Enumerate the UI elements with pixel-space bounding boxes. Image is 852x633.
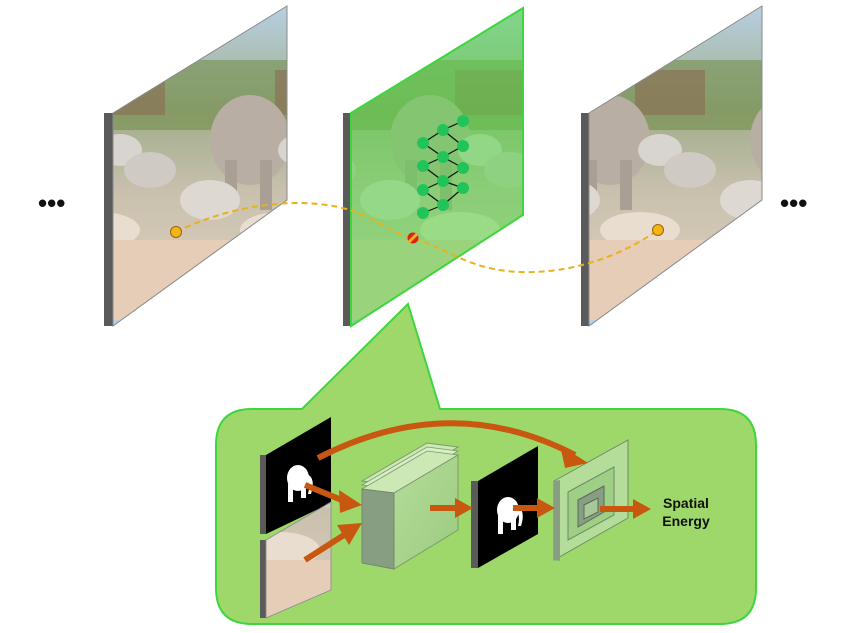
ellipsis-right: ••• — [780, 188, 807, 218]
track-point-middle — [407, 232, 419, 244]
track-point-left — [170, 226, 182, 238]
arrow-skip-connection — [316, 420, 577, 461]
output-label-line1: Spatial — [663, 495, 709, 511]
arrow-image-to-network — [303, 532, 346, 563]
neural-network-icon — [417, 115, 469, 219]
track-point-right — [652, 224, 664, 236]
frame-middle-highlighted — [343, 6, 524, 328]
input-image-frame — [260, 501, 332, 619]
spatial-pyramid — [553, 439, 629, 561]
trajectory-curve — [175, 202, 659, 274]
output-label-line2: Energy — [662, 513, 710, 529]
frame-right — [581, 5, 763, 327]
arrow-mask-to-network — [303, 482, 346, 504]
output-mask-frame — [471, 446, 538, 568]
callout-box — [215, 302, 757, 625]
flow-arrows — [303, 420, 636, 563]
frame-left — [104, 5, 288, 327]
network-block — [360, 442, 460, 570]
arrowheads — [337, 445, 651, 545]
ellipsis-left: ••• — [38, 188, 65, 218]
